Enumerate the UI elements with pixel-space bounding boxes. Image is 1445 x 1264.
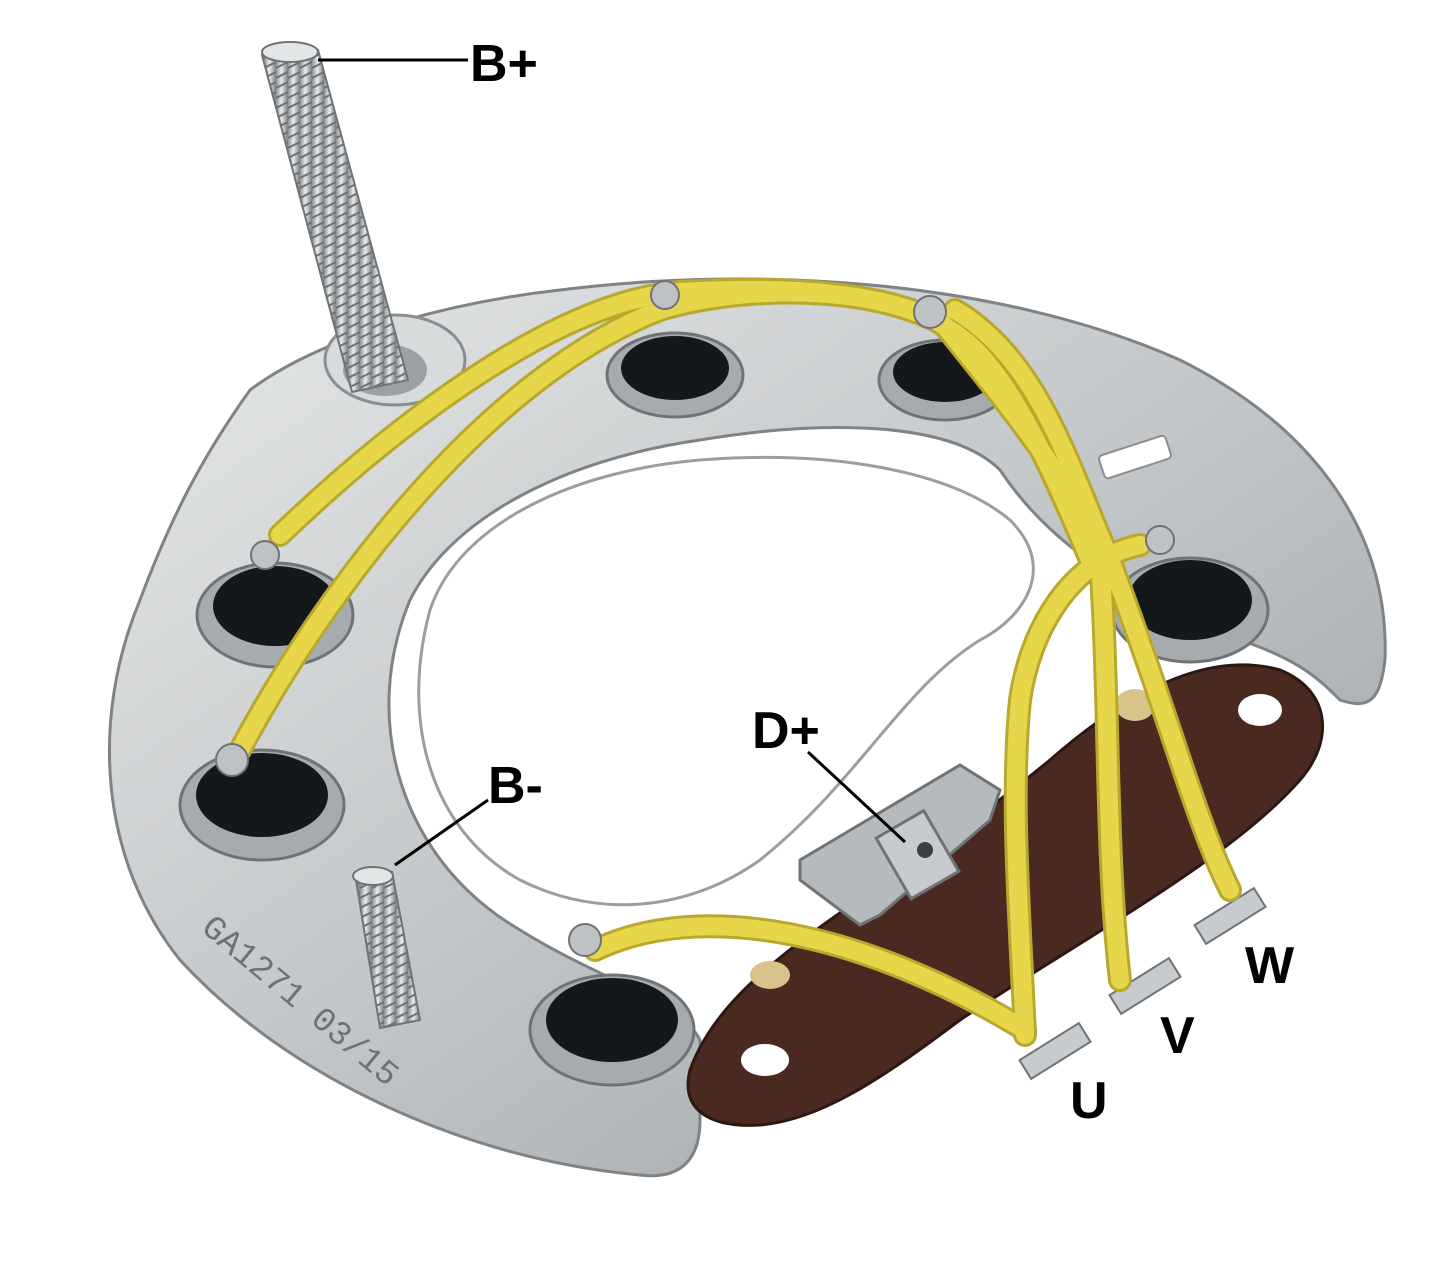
diode-5 [1110,556,1270,664]
w-label: W [1245,937,1295,995]
b-minus-leader [394,798,489,867]
diode-4 [178,748,346,862]
leader-lines [318,58,907,867]
b-minus-label: B- [488,757,543,815]
v-label: V [1160,1007,1195,1065]
d-plus-leader [806,750,907,844]
b-plus-stud [260,41,410,394]
d-plus-label: D+ [752,702,820,760]
b-minus-stud [352,866,422,1030]
diode-1 [605,331,745,419]
wire-group [215,277,1242,1047]
diode-6 [528,973,696,1087]
b-plus-label: B+ [470,35,538,93]
terminal-board [686,663,1324,1127]
u-label: U [1070,1072,1108,1130]
